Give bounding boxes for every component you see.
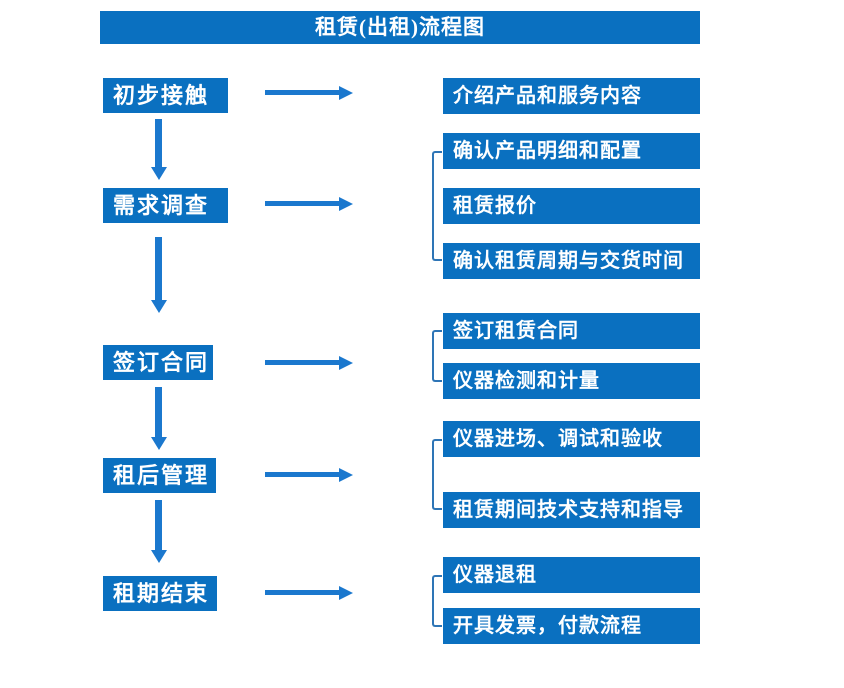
arrow-down-4 [150,500,167,563]
step-box-sign-contract: 签订合同 [103,345,213,380]
arrow-right-1 [265,85,353,100]
bracket-group-sign-contract [432,330,442,382]
step-box-demand-survey: 需求调查 [103,188,228,223]
step-box-rental-end: 租期结束 [103,576,217,611]
step-box-initial-contact: 初步接触 [103,78,228,113]
detail-box-rental-quote: 租赁报价 [443,188,700,224]
detail-box-invoice-payment: 开具发票，付款流程 [443,608,700,644]
detail-box-instrument-return: 仪器退租 [443,557,700,593]
arrow-right-2 [265,196,353,211]
page-title: 租赁(出租)流程图 [100,11,700,44]
arrow-down-3 [150,387,167,450]
arrow-right-5 [265,585,353,600]
arrow-down-1 [150,119,167,180]
arrow-down-2 [150,237,167,313]
bracket-group-rental-end [432,575,442,627]
arrow-right-3 [265,355,353,370]
detail-box-tech-support: 租赁期间技术支持和指导 [443,492,700,528]
step-box-post-rental: 租后管理 [103,458,216,493]
detail-box-confirm-period: 确认租赁周期与交货时间 [443,243,700,279]
detail-box-introduce-products: 介绍产品和服务内容 [443,78,700,114]
bracket-group-post-rental [432,439,442,510]
arrow-right-4 [265,467,353,482]
detail-box-confirm-details: 确认产品明细和配置 [443,133,700,169]
detail-box-instrument-testing: 仪器检测和计量 [443,363,700,399]
detail-box-sign-rental-contract: 签订租赁合同 [443,313,700,349]
detail-box-instrument-entry: 仪器进场、调试和验收 [443,421,700,457]
bracket-group-demand-survey [432,151,442,261]
